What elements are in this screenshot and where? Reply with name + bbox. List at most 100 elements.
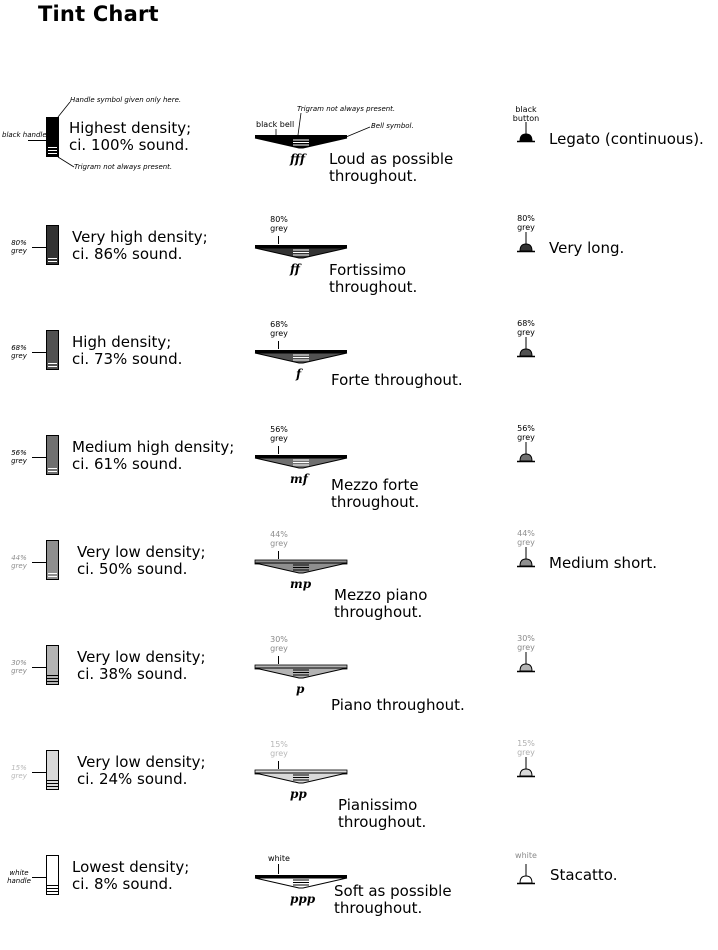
bell-tint-label: 44% grey — [270, 530, 288, 548]
tint-row: white handle Lowest density; ci. 8% sound… — [0, 840, 718, 950]
trigram-line — [48, 471, 57, 472]
button-tint-label: 56% grey — [517, 424, 535, 442]
density-text: Lowest density; ci. 8% sound. — [72, 858, 190, 893]
trigram-line — [48, 261, 57, 262]
trigram-line — [47, 786, 58, 787]
handle-tint-label: 56% grey — [11, 449, 27, 465]
bell-label-stem — [278, 656, 279, 664]
button-tint-label: black button — [512, 105, 540, 123]
dynamic-description: Pianissimo throughout. — [338, 796, 427, 831]
bell-tint-label: 30% grey — [270, 635, 288, 653]
handle-leader-line — [32, 457, 46, 458]
bell-label-stem — [278, 864, 279, 874]
handle-tint-label: white handle — [7, 869, 31, 885]
bell-tint-label: 80% grey — [270, 215, 288, 233]
trigram-line — [47, 678, 58, 679]
trigram-line — [48, 576, 57, 577]
dynamic-marking: f — [296, 367, 302, 381]
bell-rim — [255, 875, 347, 878]
dynamic-marking: ppp — [290, 892, 316, 906]
trigram-line — [48, 363, 57, 364]
button-tint-label: 68% grey — [517, 319, 535, 337]
button-dome — [519, 453, 533, 462]
button-dome — [519, 243, 533, 252]
leader-handle-trigram — [57, 156, 75, 168]
handle-leader-line — [32, 247, 46, 248]
button-description: Medium short. — [549, 554, 658, 572]
handle-tint-label: 44% grey — [11, 554, 27, 570]
trigram-line — [48, 153, 57, 154]
button-symbol — [517, 864, 535, 885]
bell-symbol — [254, 350, 348, 364]
bell-tint-label: 15% grey — [270, 740, 288, 758]
handle-symbol — [46, 540, 59, 580]
dynamic-description: Forte throughout. — [331, 371, 463, 389]
button-tint-label: 30% grey — [517, 634, 535, 652]
handle-symbol — [46, 225, 59, 265]
density-text: Very low density; ci. 38% sound. — [77, 648, 206, 683]
handle-symbol-note: Handle symbol given only here. — [70, 96, 182, 104]
handle-tint-label: 30% grey — [11, 659, 27, 675]
leader-bell-symbol — [345, 126, 371, 138]
trigram-line — [48, 150, 57, 151]
button-symbol — [517, 442, 535, 463]
handle-tint-label: 15% grey — [11, 764, 27, 780]
trigram-line — [48, 258, 57, 259]
dynamic-marking: mf — [290, 472, 308, 486]
button-symbol — [517, 652, 535, 673]
page-title: Tint Chart — [38, 2, 159, 26]
leader-bell-trigram — [297, 112, 302, 136]
button-tint-label: 15% grey — [517, 739, 535, 757]
dynamic-marking: p — [296, 682, 305, 696]
trigram-line — [47, 780, 58, 781]
button-dome — [519, 133, 533, 142]
bell-symbol-note: Bell symbol. — [371, 122, 414, 130]
handle-leader-line — [32, 667, 46, 668]
dynamic-description: Mezzo piano throughout. — [334, 586, 428, 621]
handle-leader-line — [32, 877, 46, 878]
button-dome — [519, 558, 533, 567]
trigram-line — [48, 366, 57, 367]
button-dome — [519, 663, 533, 672]
bell-label-stem — [278, 551, 279, 559]
density-text: Medium high density; ci. 61% sound. — [72, 438, 235, 473]
trigram-line — [47, 783, 58, 784]
density-text: Very low density; ci. 24% sound. — [77, 753, 206, 788]
bell-symbol — [254, 245, 348, 259]
handle-symbol — [46, 855, 59, 895]
trigram-line — [47, 885, 58, 886]
trigram-line — [47, 681, 58, 682]
button-tint-label: 44% grey — [517, 529, 535, 547]
trigram-line — [47, 891, 58, 892]
bell-label-stem — [278, 341, 279, 349]
bell-label-stem — [278, 446, 279, 454]
button-symbol — [517, 122, 535, 143]
button-tint-label: white — [515, 851, 537, 860]
button-tint-label: 80% grey — [517, 214, 535, 232]
handle-symbol — [46, 435, 59, 475]
dynamic-marking: fff — [290, 152, 306, 166]
trigram-line — [48, 468, 57, 469]
dynamic-description: Piano throughout. — [331, 696, 465, 714]
handle-leader-line — [28, 140, 46, 141]
dynamic-description: Mezzo forte throughout. — [331, 476, 420, 511]
button-dome — [519, 875, 533, 884]
handle-tint-label: 68% grey — [11, 344, 27, 360]
button-description: Very long. — [549, 239, 625, 257]
bell-rim — [255, 455, 347, 458]
handle-trigram-note: Trigram not always present. — [74, 163, 173, 171]
dynamic-marking: ff — [290, 262, 300, 276]
bell-symbol — [254, 769, 348, 784]
bell-tint-label: 68% grey — [270, 320, 288, 338]
bell-rim — [255, 245, 347, 248]
button-description: Legato (continuous). — [549, 130, 704, 148]
density-text: Very high density; ci. 86% sound. — [72, 228, 208, 263]
handle-leader-line — [32, 562, 46, 563]
bell-rim — [255, 135, 347, 138]
button-symbol — [517, 547, 535, 568]
bell-symbol — [254, 559, 348, 574]
